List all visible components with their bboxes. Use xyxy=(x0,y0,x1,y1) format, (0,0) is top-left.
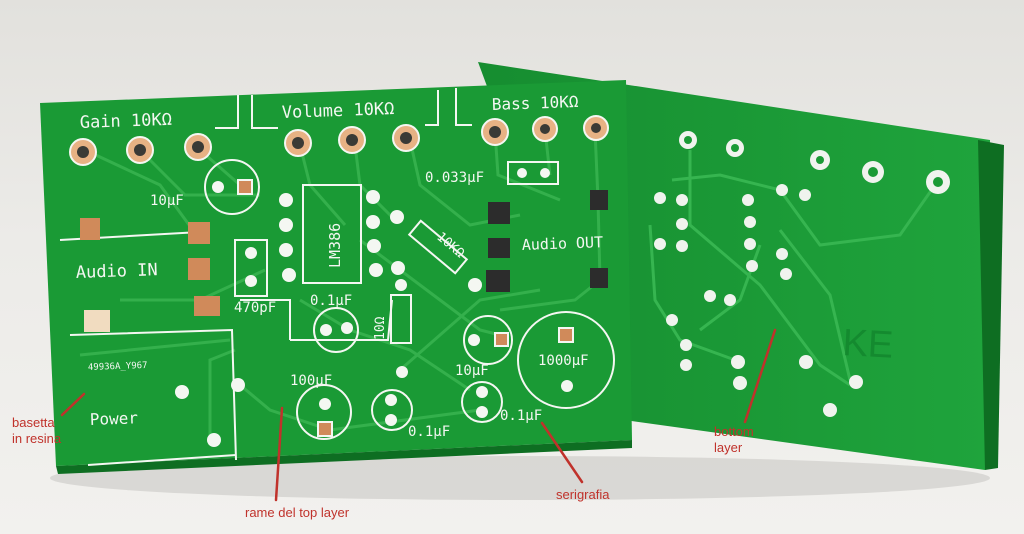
arrow-substrate xyxy=(60,392,86,417)
label-c-01uf-c: 0.1μF xyxy=(500,408,542,424)
label-c-01uf-b: 0.1μF xyxy=(408,424,450,440)
label-bass: Bass 10KΩ xyxy=(491,92,579,114)
annotation-bottom-line1: bottom xyxy=(714,424,754,439)
label-c-1000uf: 1000μF xyxy=(538,353,589,369)
audio-out-pads xyxy=(486,190,608,292)
cap-01uf-c-outline xyxy=(461,381,503,423)
cap-01uf-b-outline xyxy=(371,389,413,431)
label-c-10uf-a: 10μF xyxy=(150,193,184,209)
shadow xyxy=(50,456,990,500)
label-board-id: 49936A_Y967 xyxy=(88,361,148,373)
cap-0033uf-outline xyxy=(507,161,559,185)
label-gain: Gain 10KΩ xyxy=(79,110,172,133)
label-c-470pf: 470pF xyxy=(234,300,276,316)
annotation-substrate-line1: basetta xyxy=(12,415,55,430)
label-c-0033uf: 0.033μF xyxy=(425,170,484,186)
front-pot-pads xyxy=(69,115,609,166)
back-board-edge xyxy=(978,140,1004,470)
front-board: Gain 10KΩ Volume 10KΩ Bass 10KΩ Audio IN… xyxy=(40,80,632,474)
label-volume: Volume 10KΩ xyxy=(281,99,394,123)
cap-10uf-outline xyxy=(204,159,260,215)
arrow-bottom-layer xyxy=(743,328,777,424)
power-pads xyxy=(175,378,245,447)
label-r-10: 10Ω xyxy=(373,316,388,340)
annotation-silkscreen: serigrafia xyxy=(556,487,610,502)
cap-01uf-a-outline xyxy=(313,307,359,353)
front-board-edge xyxy=(56,440,632,474)
lm386-outline xyxy=(279,184,383,284)
resistor-10k-outline xyxy=(390,210,482,292)
back-faint-mark: KE xyxy=(842,322,895,367)
annotation-bottom-line2: layer xyxy=(714,440,743,455)
label-c-01uf-a: 0.1μF xyxy=(310,293,352,309)
label-c-100uf: 100μF xyxy=(290,373,332,389)
arrow-top-copper xyxy=(274,406,284,502)
label-audio-in: Audio IN xyxy=(75,260,158,283)
resistor-10ohm-outline xyxy=(390,279,412,378)
cap-1000uf-outline xyxy=(517,311,615,409)
cap-470pf-outline xyxy=(234,239,268,297)
annotation-arrows xyxy=(60,328,777,502)
front-silk-text: Gain 10KΩ Volume 10KΩ Bass 10KΩ Audio IN… xyxy=(75,92,603,440)
back-pad-holes xyxy=(684,136,943,187)
label-c-10uf-b: 10μF xyxy=(455,363,489,379)
label-audio-out: Audio OUT xyxy=(522,233,604,254)
label-lm386: LM386 xyxy=(326,223,344,268)
label-power: Power xyxy=(89,408,138,429)
annotation-substrate: basetta in resina xyxy=(12,415,61,447)
cap-100uf-outline xyxy=(296,384,352,440)
cap-10uf-b-outline xyxy=(463,315,513,365)
arrow-silkscreen xyxy=(540,421,584,484)
annotation-substrate-line2: in resina xyxy=(12,431,62,446)
annotation-top-copper: rame del top layer xyxy=(245,505,350,520)
front-board-face xyxy=(40,80,632,466)
audio-in-pads xyxy=(80,218,220,332)
annotation-bottom-layer: bottom layer xyxy=(714,424,754,456)
